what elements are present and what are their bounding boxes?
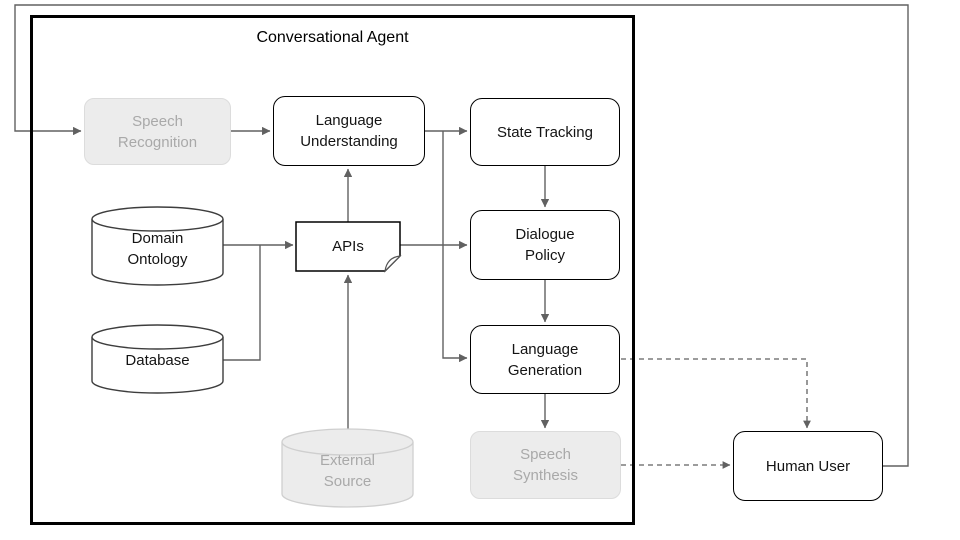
conversational-agent-boundary <box>30 15 635 525</box>
edge-language-generation-to-human-user <box>621 358 811 429</box>
node-label: Speech Recognition <box>117 112 198 151</box>
node-external-source: External Source <box>282 446 413 496</box>
node-language-generation: Language Generation <box>470 325 620 394</box>
node-label: External Source <box>319 452 376 490</box>
external-source-cylinder <box>281 428 414 508</box>
edge-human-user-to-speech-recognition <box>14 4 909 467</box>
apis-document <box>295 221 402 273</box>
node-label: State Tracking <box>497 123 593 141</box>
node-human-user: Human User <box>733 431 883 501</box>
node-label: Dialogue Policy <box>515 226 575 264</box>
database-cylinder <box>91 324 224 394</box>
node-speech-synthesis: Speech Synthesis <box>470 431 621 499</box>
node-domain-ontology: Domain Ontology <box>92 221 223 277</box>
domain-ontology-cylinder <box>91 206 224 286</box>
node-database: Database <box>92 337 223 383</box>
node-apis: APIs <box>296 222 400 271</box>
node-dialogue-policy: Dialogue Policy <box>470 210 620 280</box>
node-speech-recognition: Speech Recognition <box>84 98 231 165</box>
node-label: Speech Synthesis <box>512 446 579 484</box>
node-state-tracking: State Tracking <box>470 98 620 166</box>
node-label: Language Generation <box>507 340 583 379</box>
node-label: Language Understanding <box>300 112 398 150</box>
diagram-title: Conversational Agent <box>256 29 409 46</box>
edge-language-understanding-to-language-generation <box>442 131 468 363</box>
node-label: Domain Ontology <box>127 230 188 268</box>
node-label: Database <box>125 351 190 369</box>
node-label: Human User <box>765 457 851 475</box>
node-label: APIs <box>332 238 364 255</box>
edge-database-to-apis <box>223 245 261 361</box>
node-language-understanding: Language Understanding <box>273 96 425 166</box>
